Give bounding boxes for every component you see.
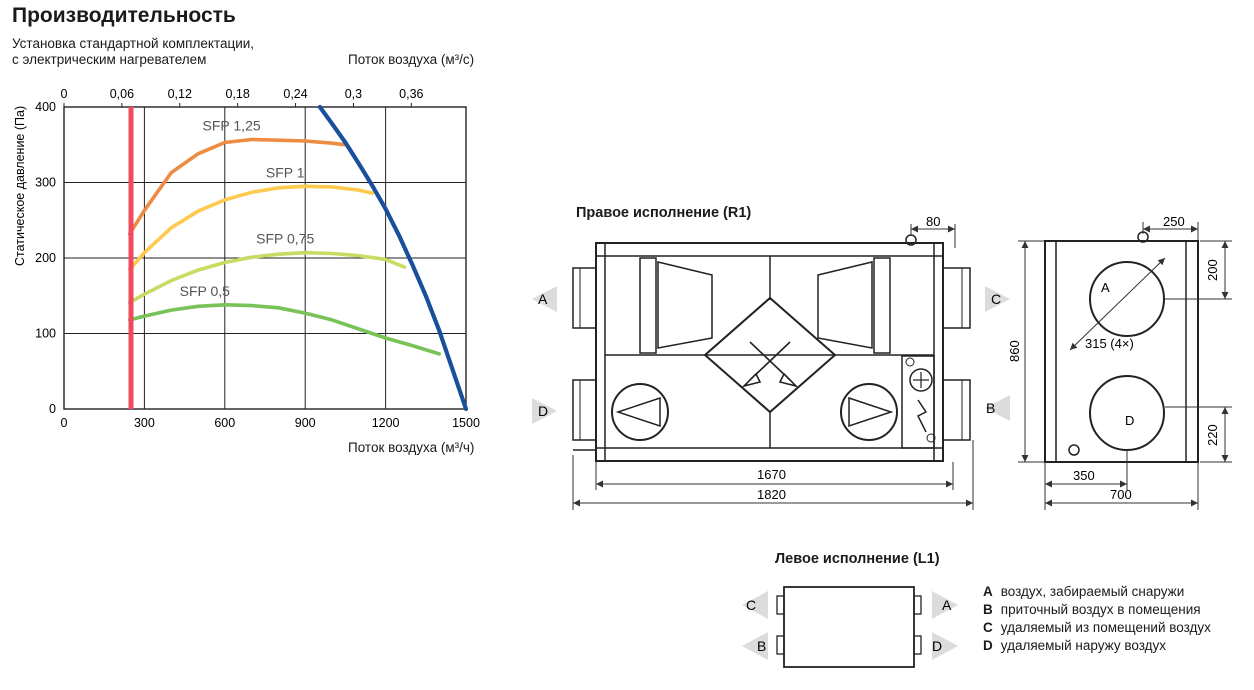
dim-350: 350 <box>1073 468 1095 483</box>
top-tick-label: 0 <box>61 87 68 101</box>
y-tick-label: 300 <box>35 176 56 190</box>
x-axis-bottom-label: Поток воздуха (м³/ч) <box>348 440 475 455</box>
l1-port-arrows <box>742 591 958 660</box>
dim-1670: 1670 <box>757 467 786 482</box>
r1-port-a: A <box>538 291 548 307</box>
r1-port-c: C <box>991 291 1001 307</box>
dim-1820: 1820 <box>757 487 786 502</box>
series-label: SFP 1 <box>266 164 305 180</box>
heater-compartment <box>901 355 935 449</box>
fan-left <box>611 383 669 441</box>
legend-item-c: C удаляемый из помещений воздух <box>983 620 1211 635</box>
x-tick-label: 0 <box>61 416 68 430</box>
y-tick-label: 0 <box>49 402 56 416</box>
series-line-sfp-1 <box>127 184 374 272</box>
chart-subtitle-line1: Установка стандартной комплектации, <box>12 36 255 51</box>
top-tick-label: 0,12 <box>168 87 192 101</box>
r1-port-d: D <box>538 403 548 419</box>
top-tick-label: 0,36 <box>399 87 423 101</box>
y-tick-label: 100 <box>35 327 56 341</box>
top-tick-label: 0,24 <box>283 87 307 101</box>
y-tick-label: 200 <box>35 251 56 265</box>
legend-item-d: D удаляемый наружу воздух <box>983 638 1166 653</box>
dim-315: 315 (4×) <box>1085 336 1134 351</box>
x-tick-label: 600 <box>214 416 235 430</box>
chart-subtitle-line2: с электрическим нагревателем <box>12 52 207 67</box>
heat-exchanger <box>703 296 837 414</box>
dim-200: 200 <box>1205 259 1220 281</box>
chart-ticks: 0 300 600 900 1200 1500 0 100 200 300 400 0 0,06 0,12… <box>35 87 480 430</box>
fan-right <box>840 383 898 441</box>
series-label: SFP 1,25 <box>203 117 261 133</box>
dim-220: 220 <box>1205 424 1220 446</box>
dim-860: 860 <box>1007 340 1022 362</box>
legend-item-a: A воздух, забираемый снаружи <box>983 584 1185 599</box>
l1-port-b: B <box>757 638 766 654</box>
port-circle-a <box>1089 261 1165 337</box>
side-port-d: D <box>1125 413 1134 428</box>
series-line-sfp-0-75 <box>127 250 407 305</box>
series-label: SFP 0,75 <box>256 231 314 247</box>
r1-casing <box>595 242 944 462</box>
r1-port-arrows <box>532 286 1010 424</box>
l1-port-d: D <box>932 638 942 654</box>
r1-dimensions <box>572 224 974 510</box>
r1-port-b: B <box>986 400 995 416</box>
dim-80: 80 <box>926 214 940 229</box>
filter-right <box>873 257 891 354</box>
l1-title: Левое исполнение (L1) <box>775 551 940 567</box>
r1-title: Правое исполнение (R1) <box>576 205 752 221</box>
exchanger-arrows <box>741 341 799 388</box>
r1-front-view <box>572 234 971 462</box>
top-tick-label: 0,18 <box>225 87 249 101</box>
dim-250: 250 <box>1163 214 1185 229</box>
side-port-a: A <box>1101 280 1110 295</box>
l1-port-a: A <box>942 597 952 613</box>
page-title: Производительность <box>12 4 236 27</box>
y-axis-label: Статическое давление (Па) <box>13 106 27 266</box>
top-tick-label: 0,3 <box>345 87 362 101</box>
series-line-sfp-0-5 <box>127 303 441 356</box>
x-tick-label: 1500 <box>452 416 480 430</box>
x-tick-label: 300 <box>134 416 155 430</box>
x-tick-label: 900 <box>295 416 316 430</box>
x-axis-top-label: Поток воздуха (м³/с) <box>348 52 475 67</box>
dim-700: 700 <box>1110 487 1132 502</box>
x-tick-label: 1200 <box>372 416 400 430</box>
y-tick-label: 400 <box>35 100 56 114</box>
legend-item-b: B приточный воздух в помещения <box>983 602 1201 617</box>
side-dimensions <box>1018 222 1232 510</box>
series-line-sfp-1-25 <box>127 137 348 236</box>
series-label: SFP 0,5 <box>180 283 231 299</box>
top-tick-label: 0,06 <box>110 87 134 101</box>
system-curve <box>317 104 469 412</box>
l1-view <box>776 586 922 668</box>
filter-left <box>639 257 657 354</box>
l1-port-c: C <box>746 597 756 613</box>
